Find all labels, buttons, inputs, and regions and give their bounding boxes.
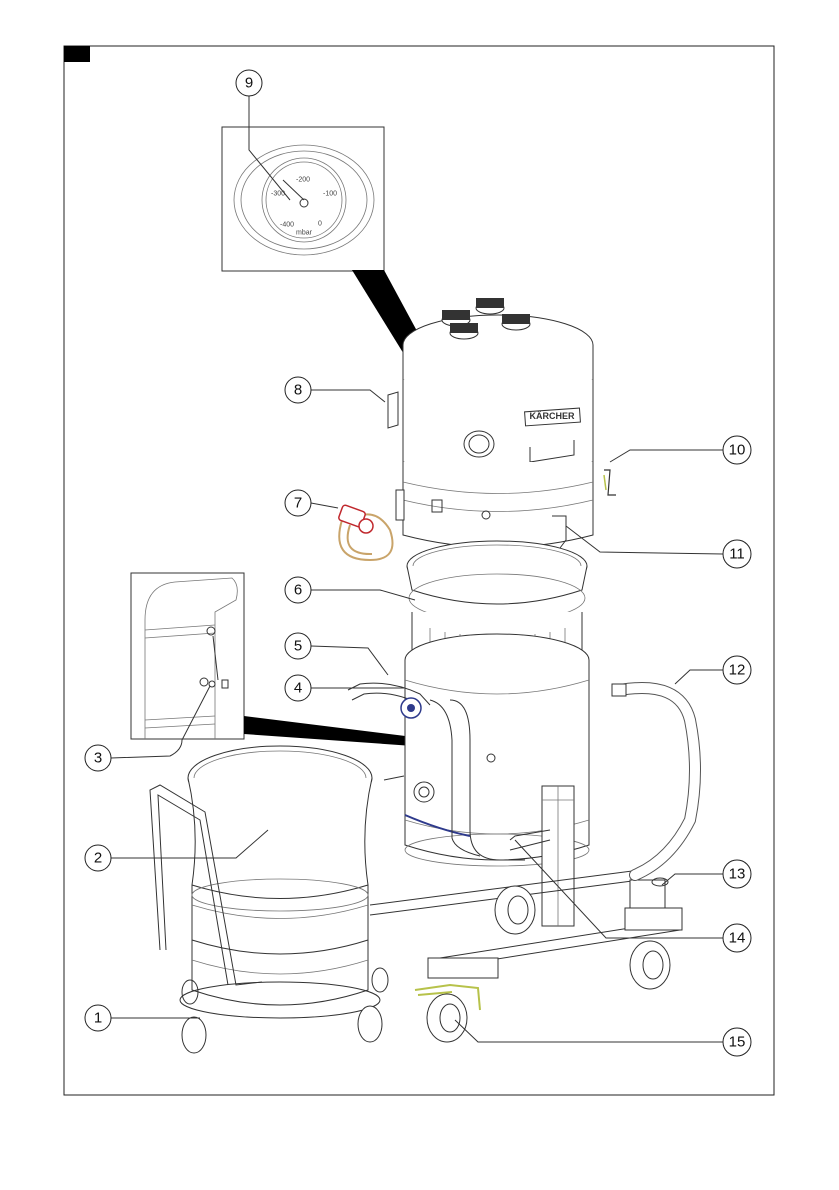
callout-7: 7 — [285, 490, 311, 516]
suction-hose — [612, 684, 695, 875]
callout-13: 13 — [723, 860, 751, 888]
callout-10-label: 10 — [729, 442, 746, 459]
callout-2: 2 — [85, 845, 111, 871]
callout-2-label: 2 — [94, 850, 102, 867]
callout-12: 12 — [723, 656, 751, 684]
callout-12-label: 12 — [729, 662, 746, 679]
callout-1: 1 — [85, 1005, 111, 1031]
power-plug — [338, 504, 393, 560]
gauge-detail: -300 -200 -100 -400 0 mbar — [222, 127, 384, 271]
callout-14-label: 14 — [729, 930, 746, 947]
callout-10: 10 — [723, 436, 751, 464]
callout-5: 5 — [285, 633, 311, 659]
gauge-tick-0: 0 — [318, 221, 322, 228]
callout-13-label: 13 — [729, 866, 746, 883]
gauge-tick-m400: -400 — [280, 222, 294, 229]
callout-6: 6 — [285, 577, 311, 603]
callout-5-label: 5 — [294, 638, 302, 655]
brand-logo: KÄRCHER — [530, 411, 576, 421]
callout-9-label: 9 — [245, 75, 253, 92]
callout-15: 15 — [723, 1028, 751, 1056]
callout-11-label: 11 — [729, 546, 745, 563]
callout-8: 8 — [285, 377, 311, 403]
callout-8-label: 8 — [294, 382, 302, 399]
callout-11: 11 — [723, 540, 751, 568]
gauge-tick-m200: -200 — [296, 177, 310, 184]
corner-marker — [64, 46, 90, 62]
callout-1-label: 1 — [94, 1010, 102, 1027]
gauge-unit: mbar — [296, 230, 313, 237]
callout-15-label: 15 — [729, 1034, 746, 1051]
callout-4-label: 4 — [294, 680, 302, 697]
callout-7-label: 7 — [294, 495, 302, 512]
clip-part — [604, 470, 616, 495]
pipe-detail — [131, 573, 244, 739]
callout-9: 9 — [236, 70, 262, 96]
callout-4: 4 — [285, 675, 311, 701]
callout-6-label: 6 — [294, 582, 302, 599]
vacuum-head: KÄRCHER — [388, 298, 593, 548]
dust-bin — [150, 746, 388, 1053]
callout-14: 14 — [723, 924, 751, 952]
callout-3-label: 3 — [94, 750, 102, 767]
callout-3: 3 — [85, 745, 111, 771]
gauge-tick-m100: -100 — [323, 191, 337, 198]
